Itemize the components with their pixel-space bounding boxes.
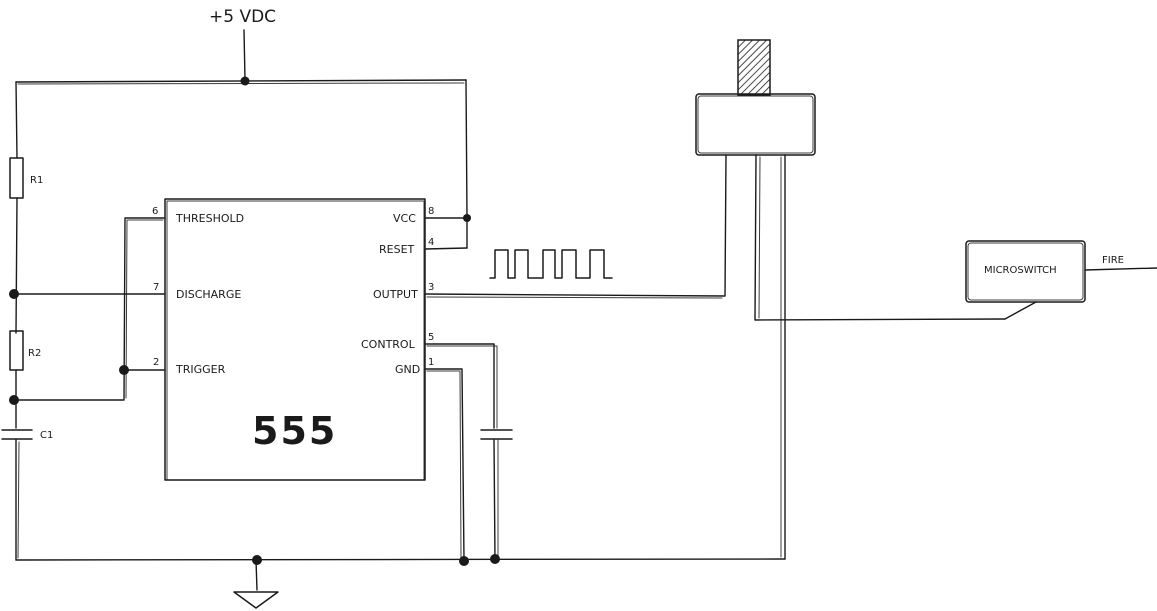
pin-threshold-num: 6 bbox=[152, 206, 158, 217]
pin-vcc-num: 8 bbox=[428, 206, 434, 217]
ground-symbol bbox=[233, 591, 279, 609]
gnd-pin-wire bbox=[424, 368, 465, 561]
microswitch-box bbox=[965, 240, 1086, 303]
solenoid-body bbox=[695, 93, 816, 156]
c1-label: C1 bbox=[40, 430, 53, 441]
r2-label: R2 bbox=[28, 348, 41, 359]
capacitor-c1 bbox=[1, 429, 33, 440]
pin-gnd-num: 1 bbox=[428, 357, 434, 368]
control-pin-wire bbox=[424, 343, 499, 561]
junction-dot bbox=[459, 556, 469, 566]
solenoid-leads bbox=[754, 154, 1006, 560]
resistor-r1 bbox=[9, 157, 24, 199]
ic-555-label: 555 bbox=[252, 409, 337, 453]
fire-label: FIRE bbox=[1102, 255, 1124, 266]
solenoid-plunger bbox=[737, 39, 771, 96]
supply-wire bbox=[15, 29, 468, 250]
pin-output-name: OUTPUT bbox=[373, 288, 418, 301]
microswitch-leads bbox=[1004, 267, 1157, 320]
junction-dot bbox=[240, 76, 250, 86]
pin-trigger-name: TRIGGER bbox=[175, 363, 226, 376]
pin-control-name: CONTROL bbox=[361, 338, 416, 351]
ground-rail-wire bbox=[15, 558, 786, 591]
resistor-r2 bbox=[9, 330, 24, 371]
control-capacitor bbox=[480, 429, 513, 440]
output-square-wave bbox=[489, 249, 613, 279]
r1-label: R1 bbox=[30, 175, 43, 186]
pin-discharge-name: DISCHARGE bbox=[176, 288, 241, 301]
pin-gnd-name: GND bbox=[395, 363, 420, 376]
junction-dot bbox=[463, 214, 471, 222]
pin-control-num: 5 bbox=[428, 332, 434, 343]
pin-reset-num: 4 bbox=[428, 237, 434, 248]
pin-threshold-name: THRESHOLD bbox=[175, 212, 244, 225]
junction-dot bbox=[119, 365, 129, 375]
pin-vcc-name: VCC bbox=[393, 212, 416, 225]
pin-output-num: 3 bbox=[428, 282, 434, 293]
junction-dot bbox=[9, 395, 19, 405]
supply-label: +5 VDC bbox=[209, 7, 276, 27]
junction-dot bbox=[252, 555, 262, 565]
junction-dot bbox=[490, 554, 500, 564]
junction-dot bbox=[9, 289, 19, 299]
left-resistor-chain-wire bbox=[15, 197, 20, 561]
pin-trigger-num: 2 bbox=[153, 357, 159, 368]
pin-reset-name: RESET bbox=[379, 243, 415, 256]
microswitch-label: MICROSWITCH bbox=[984, 265, 1057, 276]
output-wire bbox=[424, 154, 727, 299]
pin-discharge-num: 7 bbox=[153, 282, 159, 293]
threshold-trigger-wire bbox=[13, 217, 166, 401]
